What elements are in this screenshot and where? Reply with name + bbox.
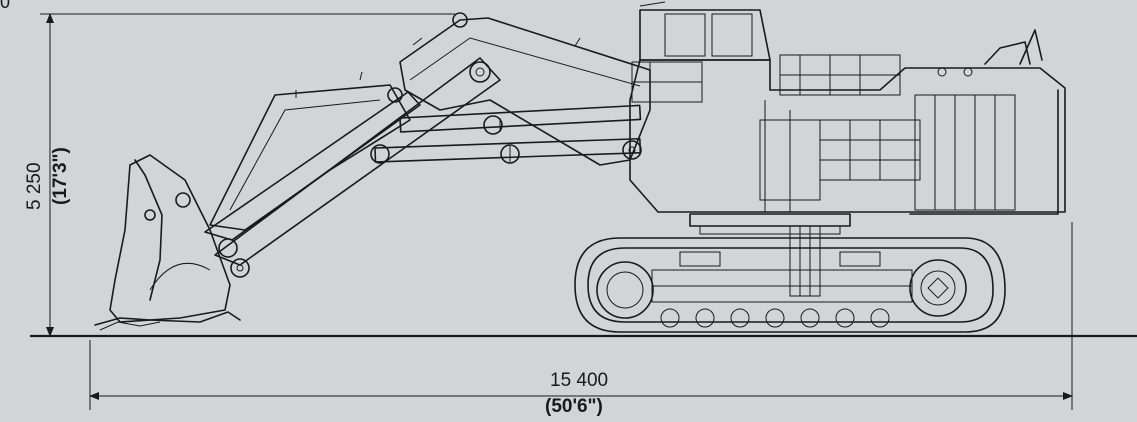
operator-cab <box>631 1 771 103</box>
boom <box>399 12 651 166</box>
crawler-track <box>574 225 1006 333</box>
height-imperial-label: (17'3") <box>50 147 71 205</box>
length-metric-label: 15 400 <box>550 370 609 391</box>
upper-structure <box>629 29 1066 215</box>
height-dimension-lines <box>40 13 455 337</box>
hydraulic-cylinders <box>370 104 642 164</box>
length-imperial-label: (50'6") <box>545 396 603 417</box>
height-metric-label: 5 250 <box>24 162 45 210</box>
length-dimension-lines <box>89 222 1073 410</box>
slew-ring <box>689 213 851 235</box>
corner-mark: 0 <box>0 0 11 12</box>
bucket-link <box>209 71 411 231</box>
bucket <box>94 154 241 331</box>
stick <box>204 57 501 278</box>
